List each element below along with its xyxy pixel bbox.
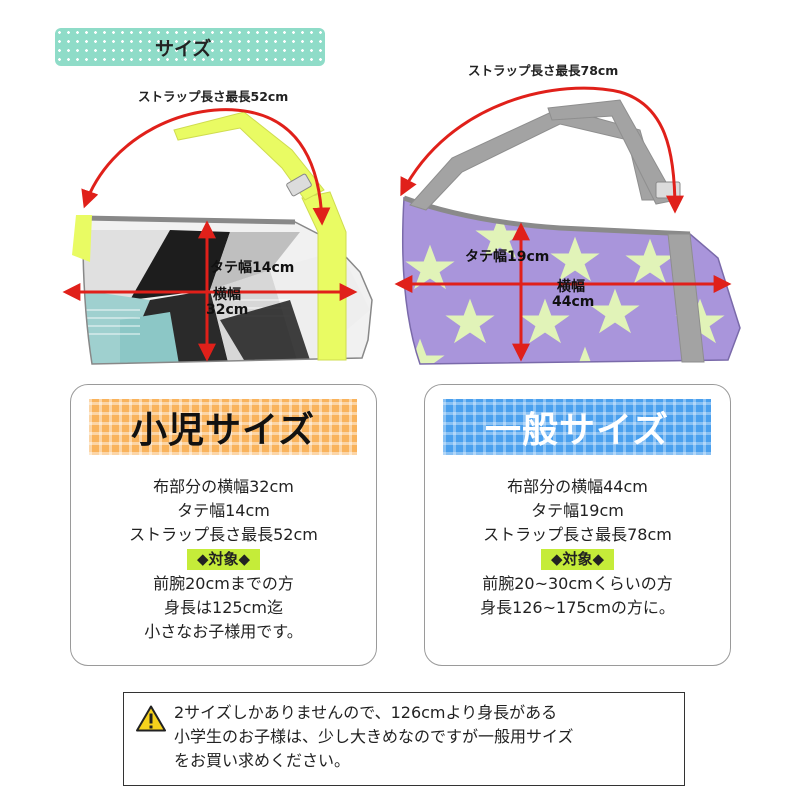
size-header: サイズ bbox=[55, 28, 325, 66]
warning-message: 2サイズしかありませんので、126cmより身長がある 小学生のお子様は、少し大き… bbox=[174, 701, 574, 773]
general-strap-label: ストラップ長さ最長78cm bbox=[468, 63, 619, 78]
small-size-banner: 小児サイズ bbox=[89, 399, 357, 455]
general-detail-width: 布部分の横幅44cm bbox=[507, 477, 648, 496]
general-size-details: 布部分の横幅44cm タテ幅19cm ストラップ長さ最長78cm ◆対象◆ 前腕… bbox=[425, 475, 730, 620]
small-detail-strap: ストラップ長さ最長52cm bbox=[129, 525, 318, 544]
warning-line-2: 小学生のお子様は、少し大きめなのですが一般用サイズ bbox=[174, 727, 574, 746]
small-height-label: タテ幅14cm bbox=[210, 260, 295, 276]
general-height-label: タテ幅19cm bbox=[465, 249, 550, 265]
small-sling-image bbox=[72, 111, 373, 365]
small-strap-label: ストラップ長さ最長52cm bbox=[138, 89, 289, 104]
product-illustrations bbox=[62, 86, 741, 365]
small-detail-height-limit: 身長は125cm迄 bbox=[164, 598, 283, 617]
general-detail-height-range: 身長126~175cmの方に。 bbox=[480, 598, 675, 617]
general-detail-forearm: 前腕20~30cmくらいの方 bbox=[482, 574, 673, 593]
small-width-value: 32cm bbox=[206, 302, 249, 318]
general-sling-image bbox=[401, 99, 741, 365]
size-title: サイズ bbox=[155, 38, 212, 60]
small-target-badge: ◆対象◆ bbox=[186, 549, 261, 570]
warning-line-3: をお買い求めください。 bbox=[174, 751, 351, 770]
general-width-label: 横幅 bbox=[557, 279, 585, 295]
small-detail-note: 小さなお子様用です。 bbox=[144, 622, 303, 641]
small-width-label: 横幅 bbox=[213, 287, 241, 303]
general-detail-height: タテ幅19cm bbox=[531, 501, 624, 520]
small-detail-forearm: 前腕20cmまでの方 bbox=[153, 574, 294, 593]
warning-line-1: 2サイズしかありませんので、126cmより身長がある bbox=[174, 703, 558, 722]
general-width-value: 44cm bbox=[552, 294, 595, 310]
small-detail-height: タテ幅14cm bbox=[177, 501, 270, 520]
general-size-banner: 一般サイズ bbox=[443, 399, 711, 455]
small-detail-width: 布部分の横幅32cm bbox=[153, 477, 294, 496]
small-size-info-box: 小児サイズ 布部分の横幅32cm タテ幅14cm ストラップ長さ最長52cm ◆… bbox=[70, 384, 377, 666]
general-detail-strap: ストラップ長さ最長78cm bbox=[483, 525, 672, 544]
warning-box: 2サイズしかありませんので、126cmより身長がある 小学生のお子様は、少し大き… bbox=[123, 692, 685, 786]
warning-triangle-icon bbox=[136, 705, 166, 732]
general-size-info-box: 一般サイズ 布部分の横幅44cm タテ幅19cm ストラップ長さ最長78cm ◆… bbox=[424, 384, 731, 666]
general-target-badge: ◆対象◆ bbox=[540, 549, 615, 570]
small-size-details: 布部分の横幅32cm タテ幅14cm ストラップ長さ最長52cm ◆対象◆ 前腕… bbox=[71, 475, 376, 644]
